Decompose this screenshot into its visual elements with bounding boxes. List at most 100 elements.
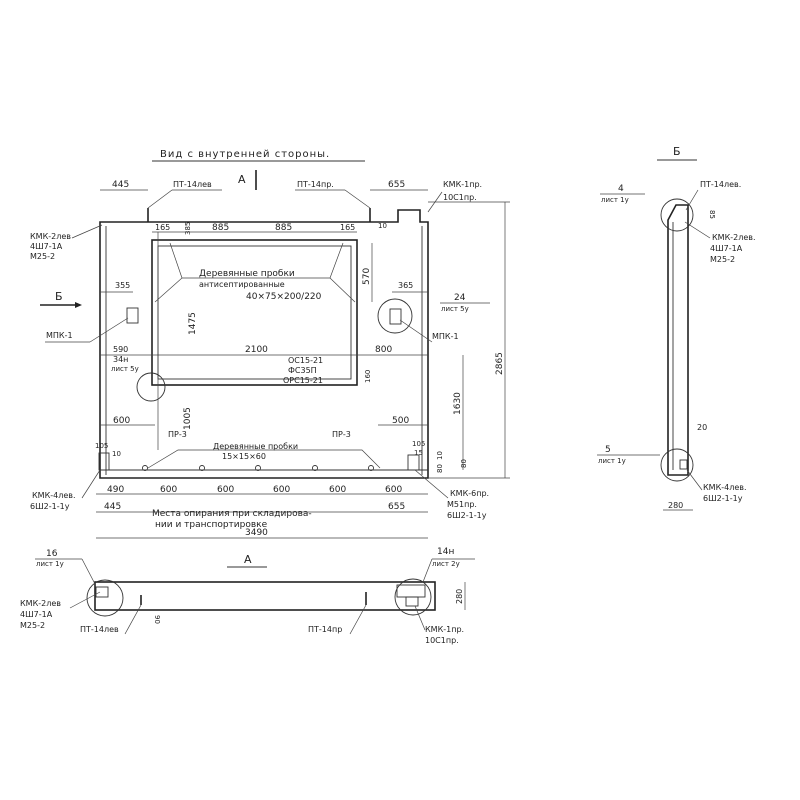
wood-plug: [142, 465, 148, 471]
leader-line: [81, 469, 101, 499]
dim-85: 85: [708, 210, 716, 219]
label-kmk4lev: КМК-4лев.: [32, 491, 76, 500]
leader-line: [124, 604, 142, 635]
embedded-part-plan-left: [95, 586, 109, 598]
label-pr3-right: ПР-3: [332, 430, 351, 439]
window-opening: [151, 239, 358, 386]
wood-plugs-bottom-1: Деревянные пробки: [213, 442, 298, 451]
dim-1630: 1630: [453, 392, 463, 415]
dim-3490: 3490: [245, 528, 268, 538]
dim-10-left: 10: [112, 450, 121, 458]
label-4sh7-plan: 4Ш7-1А: [20, 610, 53, 619]
side-view-title: Б: [673, 145, 681, 158]
dim-500-right: 500: [392, 416, 409, 426]
leader-line: [344, 189, 371, 209]
wood-plugs-line1: Деревянные пробки: [199, 269, 295, 279]
label-m51pr: М51пр.: [447, 500, 477, 509]
dim-655-bottom: 655: [388, 502, 405, 512]
leader-line: [414, 605, 426, 631]
label-m25-plan: М25-2: [20, 621, 45, 630]
wood-plug: [368, 465, 374, 471]
detail-callout-5: [660, 448, 694, 482]
dim-600-3: 600: [273, 485, 290, 495]
dim-590: 590: [113, 345, 128, 354]
sheet-ref-5-list: лист 1у: [598, 457, 626, 465]
sheet-ref-5: 5: [605, 445, 611, 455]
sheet-ref-14-list: лист 2у: [432, 560, 460, 568]
label-6sh2-side: 6Ш2-1-1у: [703, 494, 743, 503]
leader-line: [154, 277, 183, 303]
plan-view-title: А: [244, 553, 252, 566]
label-pt14lev-side: ПТ-14лев.: [700, 180, 741, 189]
dim-165-left: 165: [155, 223, 170, 232]
label-kmk6pr: КМК-6пр.: [450, 489, 489, 498]
label-m25: М25-2: [30, 252, 55, 261]
mounting-loop-left: [126, 307, 139, 324]
dim-1475: 1475: [188, 312, 198, 335]
dim-445-bottom: 445: [104, 502, 121, 512]
wood-plugs: [142, 465, 374, 471]
window-mark-1: ОС15-21: [288, 356, 323, 365]
label-kmk2lev: КМК-2лев: [30, 232, 71, 241]
arrow-head-icon: [75, 302, 82, 308]
sheet-ref-16: 16: [46, 549, 58, 559]
dim-80b: 80: [460, 459, 468, 468]
dim-105-left: 105: [95, 442, 108, 450]
leader-line: [414, 469, 449, 499]
dim-165-right: 165: [340, 223, 355, 232]
section-mark-a: А: [238, 173, 246, 186]
dim-885-left: 885: [212, 223, 229, 233]
dim-600-2: 600: [217, 485, 234, 495]
dim-490: 490: [107, 485, 124, 495]
wood-plug: [199, 465, 205, 471]
label-10s1pr: 10С1пр.: [443, 193, 477, 202]
detail-callout-16: [86, 579, 124, 617]
dim-570: 570: [362, 268, 372, 285]
detail-callout-24: [377, 298, 413, 334]
dim-885-right: 885: [275, 223, 292, 233]
wood-plug: [255, 465, 261, 471]
leader-line: [89, 317, 129, 343]
leader-line: [349, 604, 367, 635]
dim-445-top: 445: [112, 180, 129, 190]
label-kmk2lev-plan: КМК-2лев: [20, 599, 61, 608]
wood-plugs-line2: антисептированные: [199, 280, 285, 289]
dim-800: 800: [375, 345, 392, 355]
detail-callout-34: [136, 372, 166, 402]
window-mark-3: ОРС15-21: [283, 376, 323, 385]
section-mark-b: Б: [55, 290, 63, 303]
support-note-2: нии и транспортировке: [155, 520, 268, 530]
leader-line: [399, 319, 433, 343]
dim-1005: 1005: [183, 407, 193, 430]
dim-655-top: 655: [388, 180, 405, 190]
dim-20: 20: [697, 423, 707, 432]
dim-385: 385: [184, 222, 192, 235]
label-pt14pr-plan: ПТ-14пр: [308, 625, 342, 634]
label-m25-side: М25-2: [710, 255, 735, 264]
leader-line: [69, 591, 101, 609]
dim-355: 355: [115, 281, 130, 290]
leader-line: [686, 469, 703, 491]
side-view-b: Б 4 лист 1у ПТ-14лев. 85 КМК-2лев. 4Ш7-1…: [597, 145, 756, 511]
support-note-1: Места опирания при складирова-: [152, 509, 312, 519]
dim-600-4: 600: [329, 485, 346, 495]
dim-160: 160: [364, 370, 372, 383]
label-10s1pr-plan: 10С1пр.: [425, 636, 459, 645]
label-pr3-left: ПР-3: [168, 430, 187, 439]
dim-365: 365: [398, 281, 413, 290]
dim-280-plan: 280: [455, 589, 464, 604]
sheet-ref-24: 24: [454, 293, 466, 303]
panel-outline: [99, 209, 429, 479]
dim-10-top: 10: [378, 222, 387, 230]
dim-2100: 2100: [245, 345, 268, 355]
elevation-view: Вид с внутренней стороны. А 445 ПТ-14лев…: [30, 149, 510, 539]
leader-line: [169, 242, 344, 279]
sheet-ref-34-list: лист 5у: [111, 365, 139, 373]
leader-line: [71, 224, 103, 239]
sheet-ref-4: 4: [618, 184, 624, 194]
label-kmk4lev-side: КМК-4лев.: [703, 483, 747, 492]
dim-105-right: 105: [412, 440, 425, 448]
plan-outline: [94, 581, 436, 611]
leader-line: [147, 449, 381, 469]
